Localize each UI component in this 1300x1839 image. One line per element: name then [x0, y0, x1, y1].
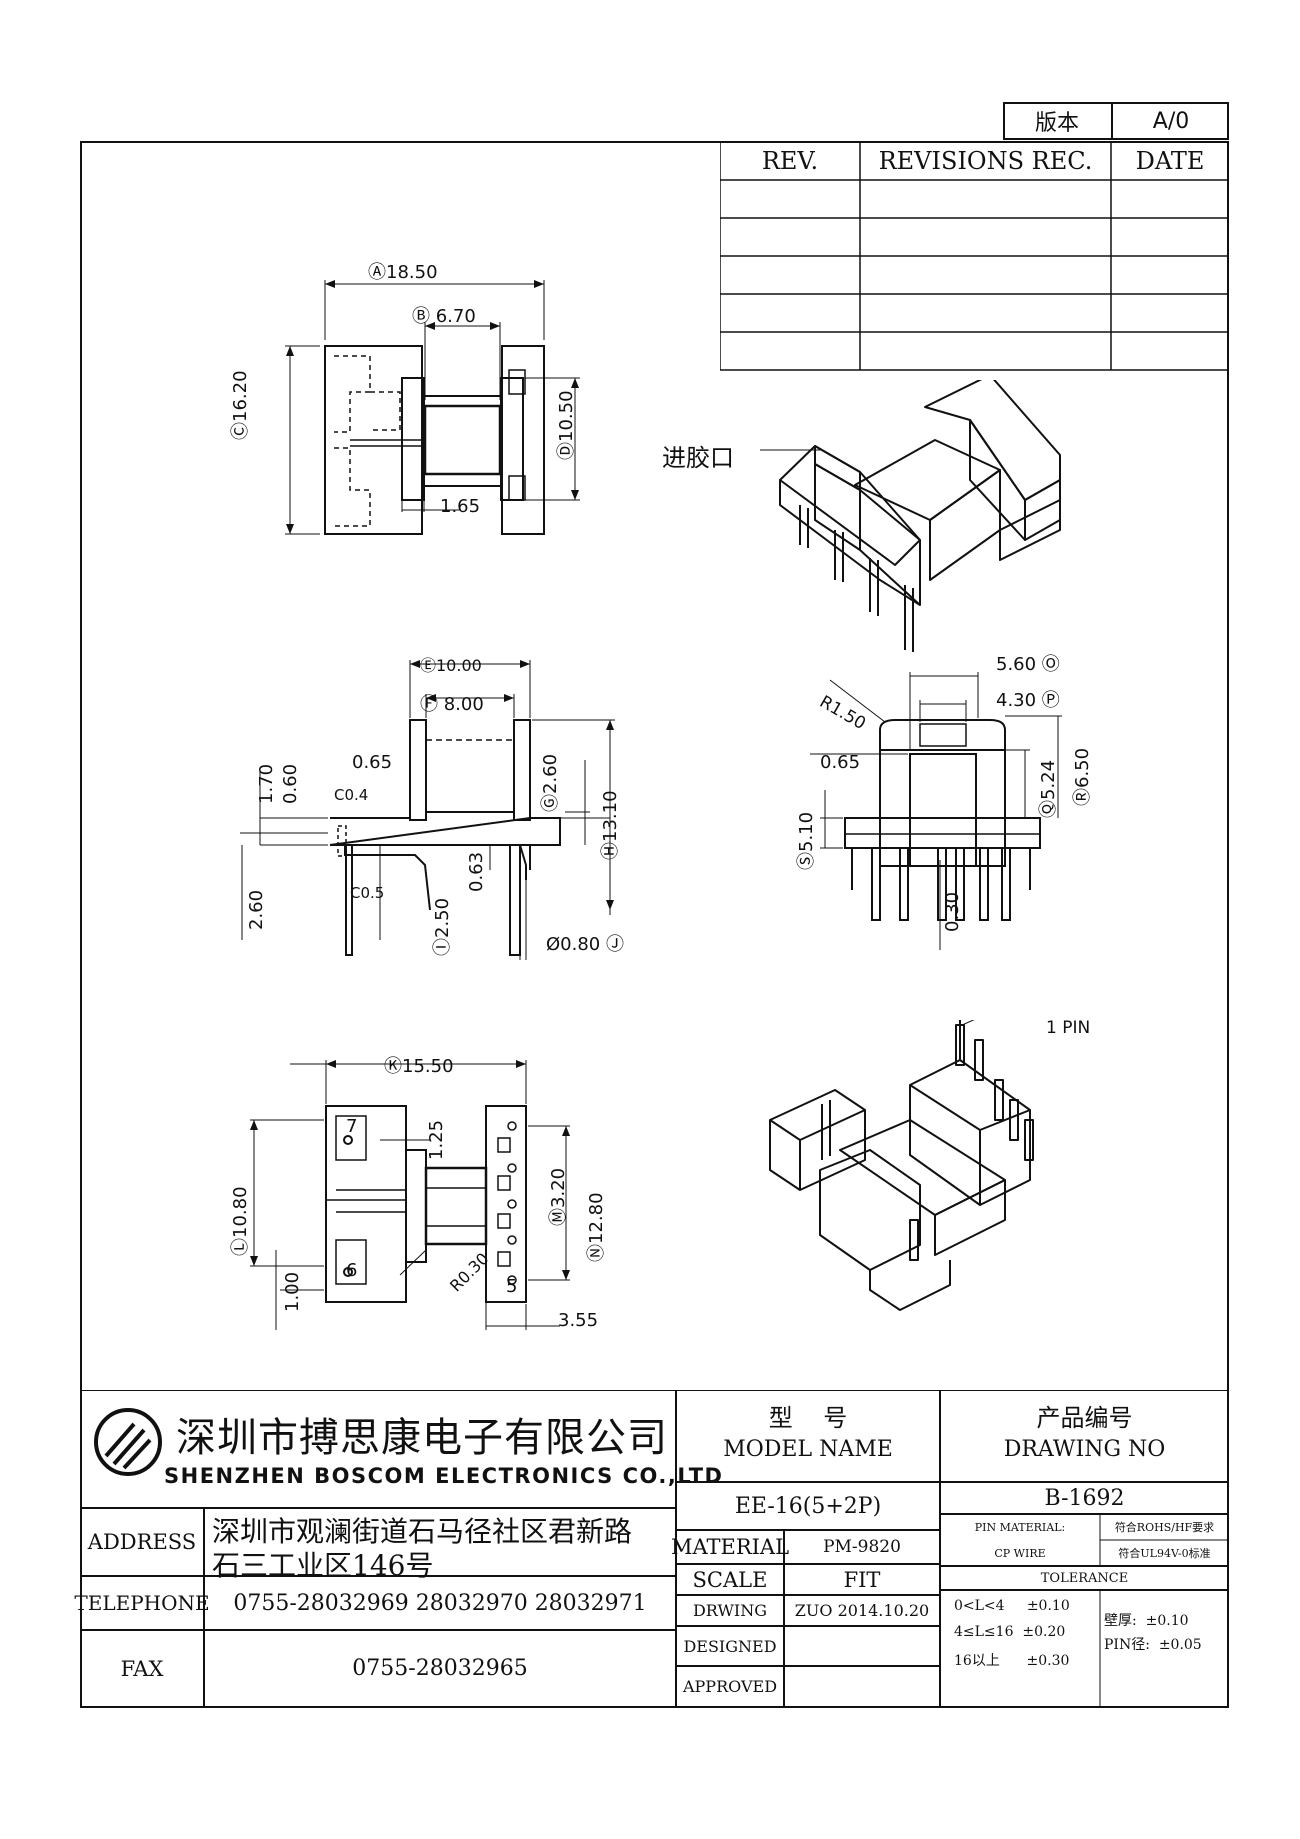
date-header: DATE	[1135, 147, 1205, 175]
dim-h: Ⓗ13.10	[600, 790, 621, 860]
dim-g: Ⓖ2.60	[540, 753, 561, 812]
model-name-cn: 型 号	[768, 1403, 848, 1432]
revisions-rec-header: REVISIONS REC.	[878, 147, 1093, 175]
version-label: 版本	[1034, 111, 1079, 136]
dim-c: Ⓒ16.20	[230, 370, 251, 440]
address-line1: 深圳市观澜街道石马径社区君新路	[212, 1515, 633, 1548]
dim-l: Ⓛ10.80	[230, 1186, 251, 1256]
dim-i: Ⓘ2.50	[432, 897, 453, 956]
isometric-view-lower	[769, 1020, 1034, 1311]
version-value: A/0	[1152, 108, 1190, 134]
dim-c04: C0.4	[334, 786, 369, 804]
pin1-label: 1 PIN	[1046, 1018, 1091, 1038]
pin-5: 5	[506, 1276, 518, 1297]
top-view-left-rib	[401, 377, 425, 501]
designed-value	[784, 1626, 940, 1666]
dim-030: 0.30	[942, 891, 963, 932]
address-label: ADDRESS	[87, 1530, 197, 1554]
dim-063: 0.63	[466, 851, 487, 892]
company-name-cn: 深圳市搏思康电子有限公司	[176, 1415, 668, 1461]
dim-125: 1.25	[426, 1119, 447, 1160]
company-name-en: SHENZHEN BOSCOM ELECTRONICS CO.,LTD	[164, 1464, 724, 1488]
tolerance-label: TOLERANCE	[1040, 1570, 1129, 1586]
company-logo-icon	[94, 1408, 162, 1476]
rev-header: REV.	[761, 147, 819, 175]
dim-100: 1.00	[282, 1271, 303, 1312]
telephone-label: TELEPHONE	[74, 1591, 210, 1615]
fax-value: 0755-28032965	[352, 1656, 528, 1681]
scale-value: FIT	[843, 1567, 881, 1592]
drawing-no-en: DRAWING NO	[1003, 1436, 1166, 1462]
designed-label: DESIGNED	[683, 1636, 777, 1656]
model-name-en: MODEL NAME	[723, 1436, 893, 1462]
dim-a: Ⓐ18.50	[368, 262, 438, 283]
approved-label: APPROVED	[682, 1676, 778, 1696]
dim-r: Ⓡ6.50	[1072, 747, 1093, 806]
pin-diameter-tolerance: PIN径: ±0.05	[1104, 1637, 1202, 1653]
dim-p: 4.30 Ⓟ	[996, 690, 1060, 711]
drawing-no-cn: 产品编号	[1036, 1403, 1133, 1432]
tolerance-1: 0<L<4 ±0.10	[954, 1598, 1070, 1614]
pin-material-value: 符合ROHS/HF要求	[1114, 1521, 1215, 1534]
address-line2: 石三工业区146号	[212, 1549, 434, 1582]
front-view	[810, 672, 1062, 950]
wall-tolerance: 壁厚: ±0.10	[1104, 1613, 1189, 1629]
dim-k: Ⓚ15.50	[384, 1056, 454, 1077]
model-value: EE-16(5+2P)	[734, 1493, 882, 1519]
gate-label: 进胶口	[662, 444, 734, 472]
dim-170: 1.70	[256, 763, 277, 804]
bottom-view	[250, 1060, 570, 1330]
material-label: MATERIAL	[670, 1535, 790, 1559]
dim-165: 1.65	[440, 496, 481, 517]
pin-7: 7	[346, 1116, 358, 1137]
scale-label: SCALE	[692, 1567, 768, 1592]
drawing-frame	[80, 141, 1229, 1708]
approved-value	[784, 1666, 940, 1706]
dim-e: Ⓔ10.00	[420, 656, 482, 675]
pin-material-label: PIN MATERIAL:	[974, 1520, 1066, 1534]
dim-q: Ⓠ5.24	[1038, 759, 1059, 818]
dim-o: 5.60 Ⓞ	[996, 654, 1060, 675]
dim-side-065: 0.65	[352, 752, 393, 773]
side-view	[240, 660, 615, 960]
dim-s: Ⓢ5.10	[796, 811, 817, 870]
dim-060: 0.60	[280, 763, 301, 804]
top-view	[285, 280, 580, 535]
top-view-right-rib	[500, 377, 524, 501]
dim-b: Ⓑ 6.70	[412, 306, 476, 327]
cp-wire-label: CP WIRE	[994, 1546, 1046, 1560]
tolerance-3: 16以上 ±0.30	[954, 1653, 1070, 1669]
fax-label: FAX	[120, 1656, 164, 1681]
drwing-value: ZUO 2014.10.20	[794, 1601, 930, 1620]
tolerance-2: 4≤L≤16 ±0.20	[954, 1624, 1066, 1640]
cp-wire-value: 符合UL94V-0标准	[1118, 1547, 1211, 1560]
dim-j: Ø0.80 Ⓙ	[546, 934, 624, 955]
pin-6: 6	[346, 1260, 358, 1281]
dim-355: 3.55	[558, 1310, 599, 1331]
dim-d: Ⓓ10.50	[556, 390, 577, 460]
dim-front-065: 0.65	[820, 752, 861, 773]
dim-m: Ⓜ3.20	[548, 1167, 569, 1226]
dim-n: Ⓝ12.80	[586, 1192, 607, 1262]
isometric-view-upper	[760, 380, 1061, 652]
drwing-label: DRWING	[692, 1601, 768, 1620]
revision-table-grid	[720, 141, 1229, 371]
top-view-right-flange	[501, 345, 545, 535]
drawing-no-value: B-1692	[1044, 1485, 1125, 1511]
dim-c05: C0.5	[350, 884, 385, 902]
telephone-value: 0755-28032969 28032970 28032971	[233, 1590, 647, 1616]
dim-f: Ⓕ 8.00	[420, 694, 484, 715]
dim-260: 2.60	[246, 889, 267, 930]
top-view-core-window	[423, 404, 502, 476]
material-value: PM-9820	[823, 1537, 901, 1557]
title-block-grid	[80, 1390, 1229, 1707]
